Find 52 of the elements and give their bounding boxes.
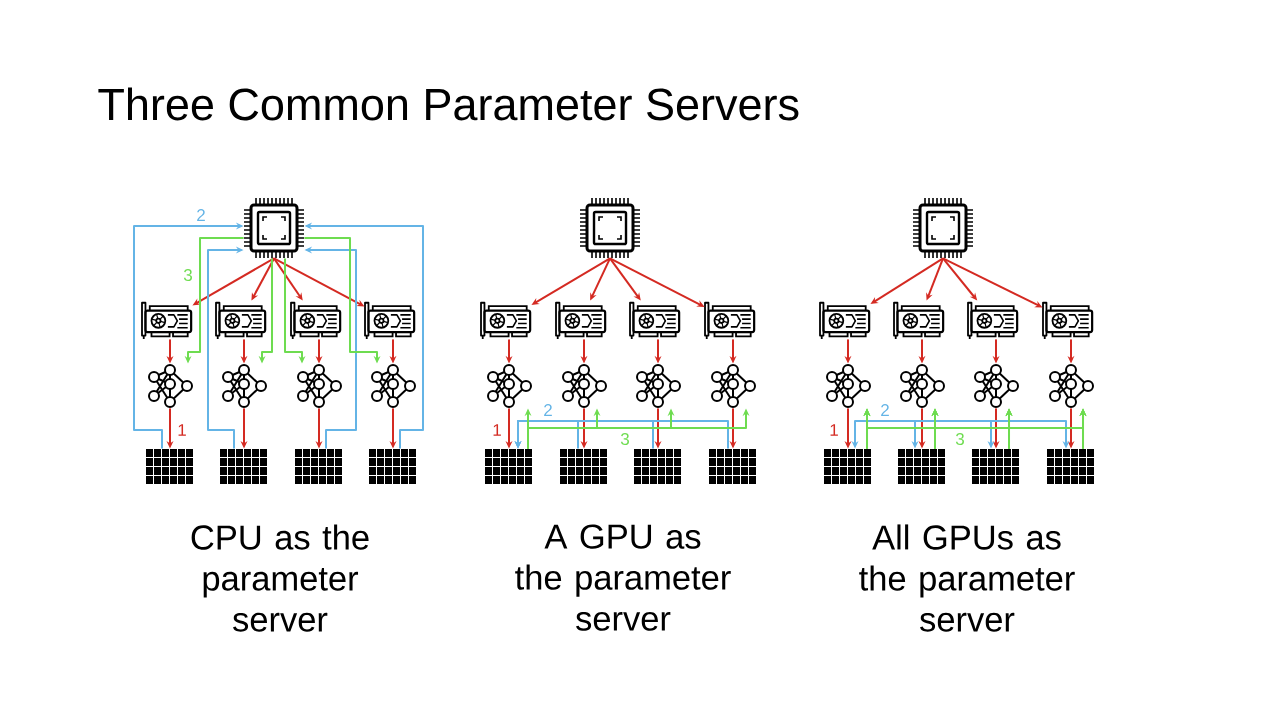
neural-network-icon xyxy=(222,364,267,408)
graphics-card-icon xyxy=(555,301,607,340)
data-grid-icon xyxy=(369,449,416,484)
caption: CPU as the parameter server xyxy=(191,524,369,632)
neural-network-icon xyxy=(371,364,416,408)
neural-network-icon xyxy=(711,364,756,408)
edge-label: 1 xyxy=(491,423,503,437)
graphics-card-icon xyxy=(1042,301,1094,340)
graphics-card-icon xyxy=(967,301,1019,340)
data-grid-icon xyxy=(709,449,756,484)
neural-network-icon xyxy=(974,364,1019,408)
chip-icon xyxy=(912,197,974,259)
neural-network-icon xyxy=(900,364,945,408)
neural-network-icon xyxy=(487,364,532,408)
edge-label: 3 xyxy=(619,432,631,447)
data-grid-icon xyxy=(972,449,1019,484)
graphics-card-icon xyxy=(629,301,681,340)
neural-network-icon xyxy=(148,364,193,408)
graphics-card-icon xyxy=(893,301,945,340)
neural-network-icon xyxy=(562,364,607,408)
neural-network-icon xyxy=(297,364,342,408)
edge-label: 2 xyxy=(879,403,891,417)
neural-network-icon xyxy=(636,364,681,408)
graphics-card-icon xyxy=(215,301,267,340)
edge-label: 2 xyxy=(195,208,207,222)
chip-icon xyxy=(579,197,641,259)
edge-label: 2 xyxy=(542,403,554,417)
graphics-card-icon xyxy=(704,301,756,340)
graphics-card-icon xyxy=(819,301,871,340)
graphics-card-icon xyxy=(141,301,193,340)
title: Three Common Parameter Servers xyxy=(98,87,799,121)
edge-label: 3 xyxy=(182,268,194,283)
data-grid-icon xyxy=(220,449,267,484)
graphics-card-icon xyxy=(290,301,342,340)
edge-label: 3 xyxy=(954,432,966,447)
edge-label: 1 xyxy=(828,423,840,437)
data-grid-icon xyxy=(634,449,681,484)
caption: All GPUs as the parameter server xyxy=(859,524,1075,632)
data-grid-icon xyxy=(146,449,193,484)
graphics-card-icon xyxy=(480,301,532,340)
neural-network-icon xyxy=(826,364,871,408)
caption: A GPU as the parameter server xyxy=(515,524,731,631)
neural-network-icon xyxy=(1049,364,1094,408)
data-grid-icon xyxy=(295,449,342,484)
graphics-card-icon xyxy=(364,301,416,340)
data-grid-icon xyxy=(1047,449,1094,484)
data-grid-icon xyxy=(898,449,945,484)
chip-icon xyxy=(243,197,305,259)
edge-label: 1 xyxy=(176,423,188,437)
data-grid-icon xyxy=(824,449,871,484)
data-grid-icon xyxy=(560,449,607,484)
data-grid-icon xyxy=(485,449,532,484)
